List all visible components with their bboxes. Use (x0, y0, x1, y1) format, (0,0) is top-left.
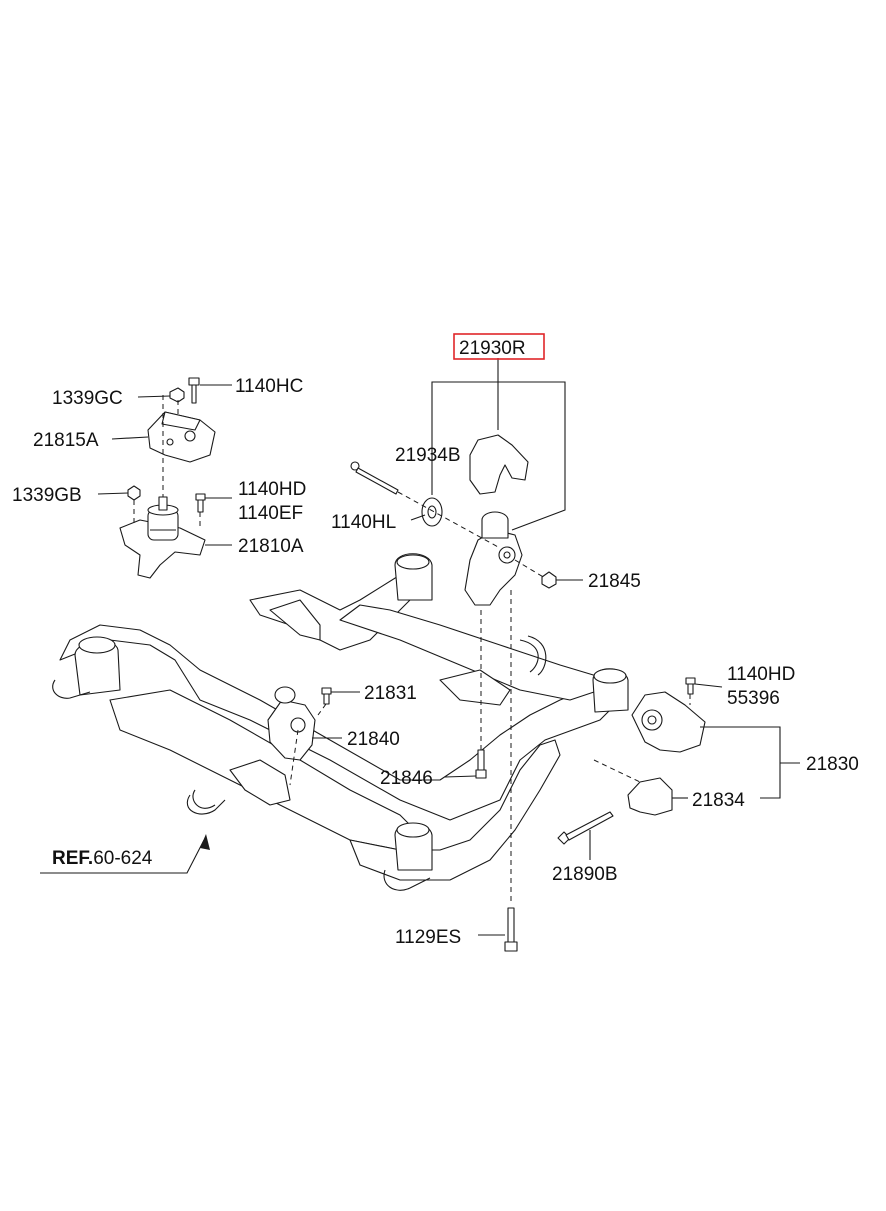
part-1140HD-bolt-left (195, 493, 206, 513)
label-1140HL[interactable]: 1140HL (331, 512, 396, 533)
label-21890B[interactable]: 21890B (552, 864, 618, 885)
label-1140HC[interactable]: 1140HC (235, 376, 303, 397)
label-1140HD-left[interactable]: 1140HD (238, 479, 306, 500)
part-21810A-mount (119, 496, 206, 579)
part-1140HL-bolt (350, 461, 399, 495)
part-21830-mount (631, 691, 706, 753)
label-21934B[interactable]: 21934B (395, 445, 461, 466)
label-21831[interactable]: 21831 (364, 683, 417, 704)
part-1129ES-bolt (504, 907, 518, 952)
subframe (52, 553, 629, 891)
part-1339GB-nut (127, 485, 141, 501)
part-21834-bracket (627, 777, 673, 816)
label-21810A[interactable]: 21810A (238, 536, 304, 557)
part-21890B-bolt (557, 811, 614, 845)
part-21840-mount (267, 686, 316, 761)
label-21840[interactable]: 21840 (347, 729, 400, 750)
part-1339GC-nut (169, 387, 185, 403)
part-21815A-bracket (147, 411, 216, 463)
label-21815A[interactable]: 21815A (33, 430, 99, 451)
label-1140EF[interactable]: 1140EF (238, 503, 303, 524)
label-1129ES[interactable]: 1129ES (395, 927, 461, 948)
label-1339GB[interactable]: 1339GB (12, 485, 82, 506)
part-labels: 21930R 1140HC 1339GC 21815A 21934B 1339G… (12, 338, 859, 948)
label-21845[interactable]: 21845 (588, 571, 641, 592)
label-1339GC[interactable]: 1339GC (52, 388, 123, 409)
label-ref-number: 60-624 (93, 848, 153, 869)
label-21846[interactable]: 21846 (380, 768, 433, 789)
part-washer (421, 497, 443, 527)
label-21930R[interactable]: 21930R (459, 338, 526, 359)
label-55396[interactable]: 55396 (727, 688, 780, 709)
label-21830[interactable]: 21830 (806, 754, 859, 775)
part-1140HC-bolt (188, 377, 200, 404)
label-ref[interactable]: REF.60-624 (52, 848, 153, 869)
part-21934B-cap (469, 434, 529, 495)
label-21834[interactable]: 21834 (692, 790, 745, 811)
part-21930R-mount (464, 511, 523, 606)
part-21845-nut (541, 571, 557, 589)
part-21831-bolt (321, 687, 332, 705)
label-ref-prefix: REF. (52, 848, 93, 869)
highlight-box-21930R (453, 333, 545, 360)
assembly-lines (133, 395, 691, 905)
part-21846-bolt (475, 749, 487, 779)
part-1140HD-bolt-right (685, 677, 696, 695)
leader-lines (40, 358, 800, 936)
label-1140HD-right[interactable]: 1140HD (727, 664, 795, 685)
